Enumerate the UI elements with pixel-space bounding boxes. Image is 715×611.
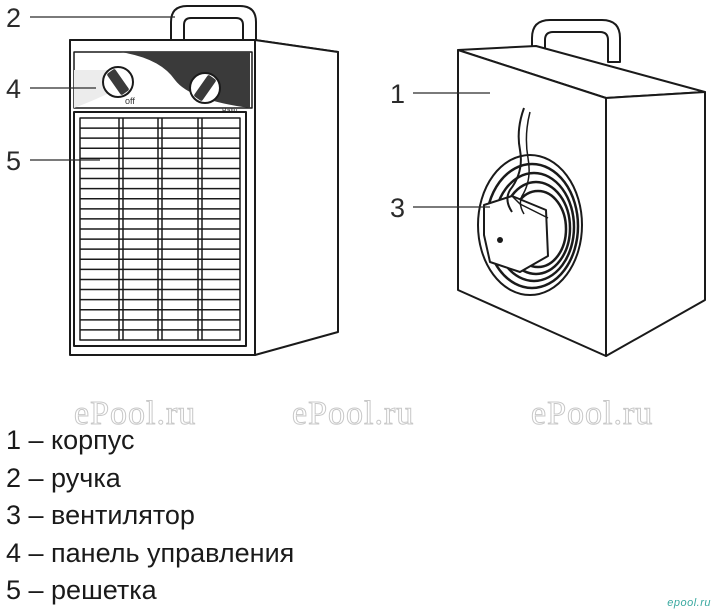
control-panel: off Ballu <box>73 51 253 115</box>
corner-watermark: epool.ru <box>667 597 711 609</box>
watermark-row: ePool.ru ePool.ru ePool.ru <box>74 395 653 433</box>
legend-item-handle: 2 – ручка <box>6 462 121 493</box>
fan-assembly <box>477 107 583 296</box>
off-label: off <box>125 96 135 106</box>
fan-wire <box>506 107 525 213</box>
handle-rear <box>531 19 621 63</box>
fan-motor <box>483 195 549 273</box>
handle-front <box>170 5 257 42</box>
callout-1: 1 <box>390 79 405 109</box>
legend-item-grille: 5 – решетка <box>6 575 157 605</box>
callout-3: 3 <box>390 193 405 223</box>
watermark-2: ePool.ru <box>292 395 414 432</box>
watermark-3: ePool.ru <box>531 395 653 432</box>
heater-rear-view <box>457 19 706 357</box>
rear-housing-face <box>605 91 706 357</box>
legend-item-housing: 1 – корпус <box>6 425 135 455</box>
grille-bars <box>80 118 240 340</box>
heater-front-view: off Ballu <box>69 5 339 356</box>
legend-item-fan: 3 – вентилятор <box>6 500 195 530</box>
legend-item-control-panel: 4 – панель управления <box>6 537 295 568</box>
legend: 1 – корпус 2 – ручка 3 – вентилятор 4 – … <box>6 422 294 610</box>
housing-side <box>254 39 339 356</box>
callouts <box>30 16 490 208</box>
watermark-1: ePool.ru <box>74 395 196 432</box>
callout-5: 5 <box>6 146 21 176</box>
callout-2: 2 <box>6 3 21 33</box>
callout-4: 4 <box>6 74 21 104</box>
